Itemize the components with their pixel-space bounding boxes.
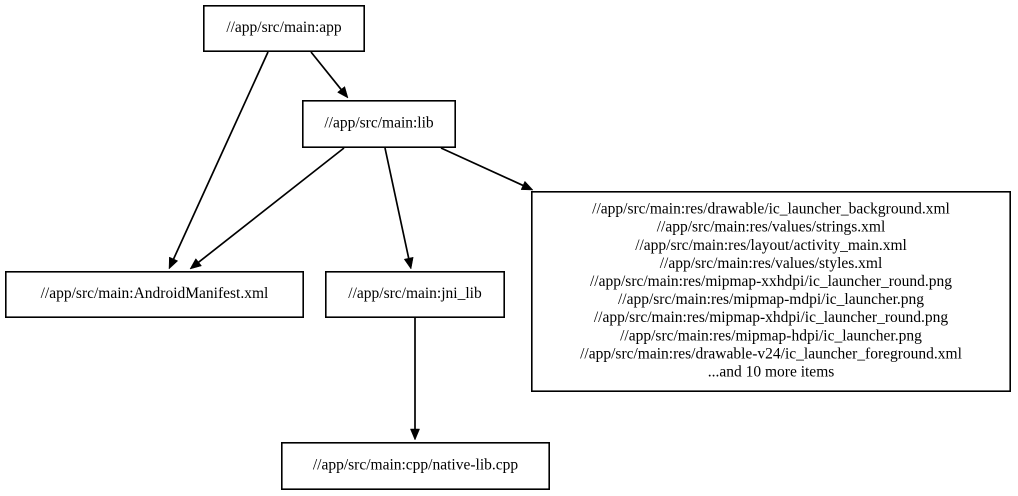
edge-arrowhead-icon [403,256,414,270]
node-label-line: //app/src/main:cpp/native-lib.cpp [313,457,519,474]
graph-node-jni_lib[interactable]: //app/src/main:jni_lib [324,270,505,318]
node-label-line: //app/src/main:jni_lib [348,285,482,302]
graph-nodes-layer: //app/src/main:app //app/src/main:lib //ap… [5,5,1011,490]
node-label-line: //app/src/main:res/values/styles.xml [660,255,883,272]
node-label-line: //app/src/main:lib [324,115,434,132]
node-label-line: //app/src/main:res/drawable-v24/ic_launc… [580,345,962,362]
graph-node-app[interactable]: //app/src/main:app [203,5,365,53]
node-label-line: //app/src/main:res/drawable/ic_launcher_… [592,201,950,218]
edge-line [198,147,345,263]
edge-arrowhead-icon [189,258,202,270]
node-label-line: //app/src/main:res/layout/activity_main.… [635,237,907,254]
graph-node-native_lib[interactable]: //app/src/main:cpp/native-lib.cpp [280,441,550,490]
graph-edge-lib-to-jni-lib [384,147,414,270]
node-label-line: //app/src/main:res/mipmap-xxhdpi/ic_laun… [590,273,952,290]
node-label-line: //app/src/main:res/values/strings.xml [657,219,886,236]
edge-arrowhead-icon [337,86,349,99]
edge-arrowhead-icon [520,180,534,191]
edge-arrowhead-icon [168,256,179,270]
node-label-line: //app/src/main:res/mipmap-xhdpi/ic_launc… [594,309,949,326]
node-box[interactable] [280,441,550,490]
graph-edge-jni-lib-to-native-lib [410,318,420,441]
edge-line [440,147,524,187]
graph-edge-app-to-lib [310,51,349,99]
node-box[interactable] [203,5,365,53]
graph-node-resources[interactable]: //app/src/main:res/drawable/ic_launcher_… [530,191,1011,392]
node-label-line: //app/src/main:res/mipmap-hdpi/ic_launch… [620,327,922,344]
graph-edge-app-to-manifest [168,51,269,270]
graph-edges-layer [168,51,534,441]
edge-line [172,51,269,260]
node-label-line: //app/src/main:AndroidManifest.xml [41,285,269,302]
node-label-line: ...and 10 more items [708,364,835,381]
node-box[interactable] [301,100,456,149]
edge-line [384,147,410,259]
node-box[interactable] [5,270,304,318]
node-box[interactable] [530,191,1011,392]
node-label-line: //app/src/main:app [226,19,342,36]
edge-line [310,51,342,90]
node-box[interactable] [324,270,505,318]
node-label-line: //app/src/main:res/mipmap-mdpi/ic_launch… [618,291,924,308]
graph-edge-lib-to-resources [440,147,534,191]
graph-node-lib[interactable]: //app/src/main:lib [301,100,456,149]
graph-edge-lib-to-manifest [189,147,345,270]
graph-node-manifest[interactable]: //app/src/main:AndroidManifest.xml [5,270,304,318]
edge-arrowhead-icon [410,428,420,441]
